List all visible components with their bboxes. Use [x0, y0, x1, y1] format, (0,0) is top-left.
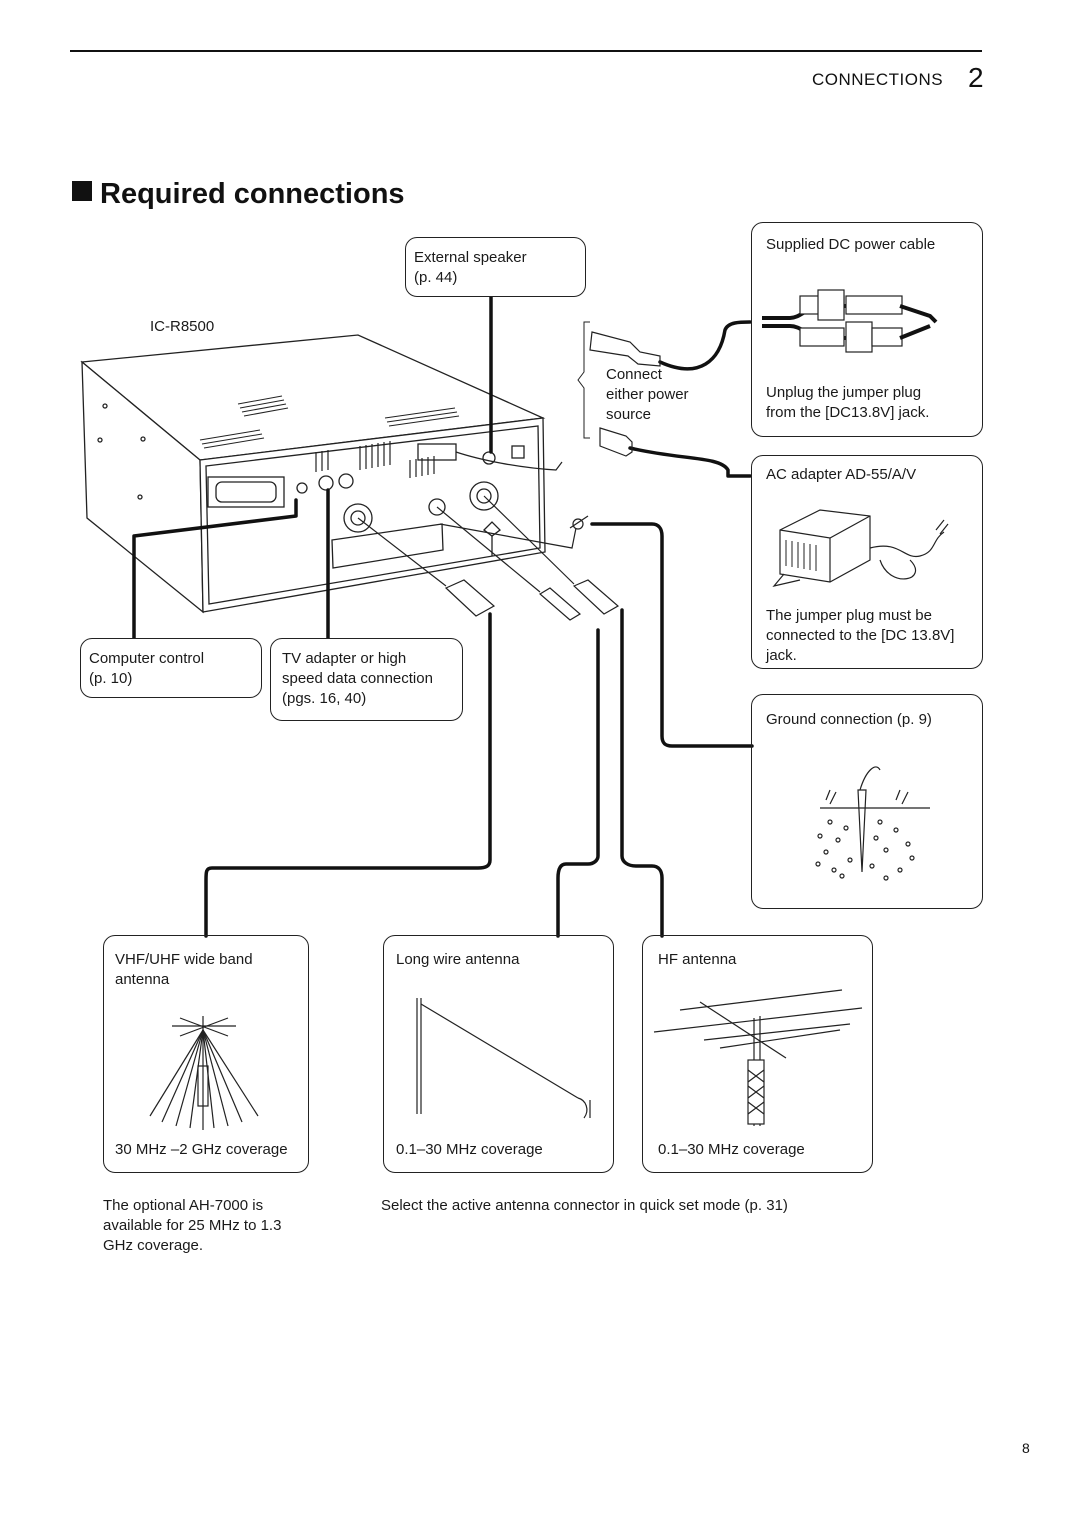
section-title-text: Required connections	[100, 178, 405, 210]
select-connector-note: Select the active antenna connector in q…	[381, 1197, 788, 1214]
external-speaker-callout	[405, 237, 586, 297]
page-number: 8	[1022, 1440, 1030, 1456]
tv-adapter-callout	[270, 638, 463, 721]
chapter-number: 2	[968, 62, 984, 93]
vhf-antenna-coverage: 30 MHz –2 GHz coverage	[115, 1141, 288, 1158]
ac-adapter-illustration	[772, 509, 949, 587]
dc-cable-title: Supplied DC power cable	[766, 236, 936, 253]
connect-power-text: Connect either power source	[606, 366, 689, 423]
hf-antenna-title: HF antenna	[658, 951, 737, 968]
dc-cable-note: Unplug the jumper plug from the [DC13.8V…	[766, 384, 930, 421]
hf-antenna-coverage: 0.1–30 MHz coverage	[658, 1141, 805, 1158]
vhf-antenna-illustration	[149, 1016, 259, 1130]
ac-adapter-title: AC adapter AD-55/A/V	[766, 466, 917, 483]
ground-illustration	[815, 766, 930, 881]
dc-cable-illustration	[762, 289, 938, 353]
ground-title: Ground connection (p. 9)	[766, 711, 932, 728]
dc-cable-panel	[751, 222, 983, 437]
optional-antenna-note: The optional AH-7000 is available for 25…	[103, 1197, 282, 1254]
hf-antenna-panel	[642, 935, 873, 1173]
long-wire-antenna-title: Long wire antenna	[396, 951, 520, 968]
section-bullet-icon	[72, 181, 92, 201]
ground-panel	[751, 694, 983, 909]
long-wire-antenna-panel	[383, 935, 614, 1173]
ac-adapter-panel	[751, 455, 983, 669]
hf-antenna-illustration	[653, 989, 863, 1126]
ac-adapter-note: The jumper plug must be connected to the…	[766, 607, 955, 664]
computer-control-callout	[80, 638, 262, 698]
long-wire-antenna-illustration	[416, 998, 591, 1119]
section-title: Required connections	[72, 180, 405, 209]
header-rule	[70, 50, 982, 52]
vhf-antenna-title: VHF/UHF wide band antenna	[115, 951, 253, 988]
long-wire-antenna-coverage: 0.1–30 MHz coverage	[396, 1141, 543, 1158]
external-speaker-text: External speaker (p. 44)	[414, 249, 527, 286]
chapter-name: CONNECTIONS	[812, 70, 944, 89]
device-model-label: IC-R8500	[150, 318, 215, 335]
receiver-illustration	[80, 334, 546, 614]
tv-adapter-text: TV adapter or high speed data connection…	[282, 650, 433, 707]
computer-control-text: Computer control (p. 10)	[89, 650, 205, 687]
vhf-antenna-panel	[103, 935, 309, 1173]
